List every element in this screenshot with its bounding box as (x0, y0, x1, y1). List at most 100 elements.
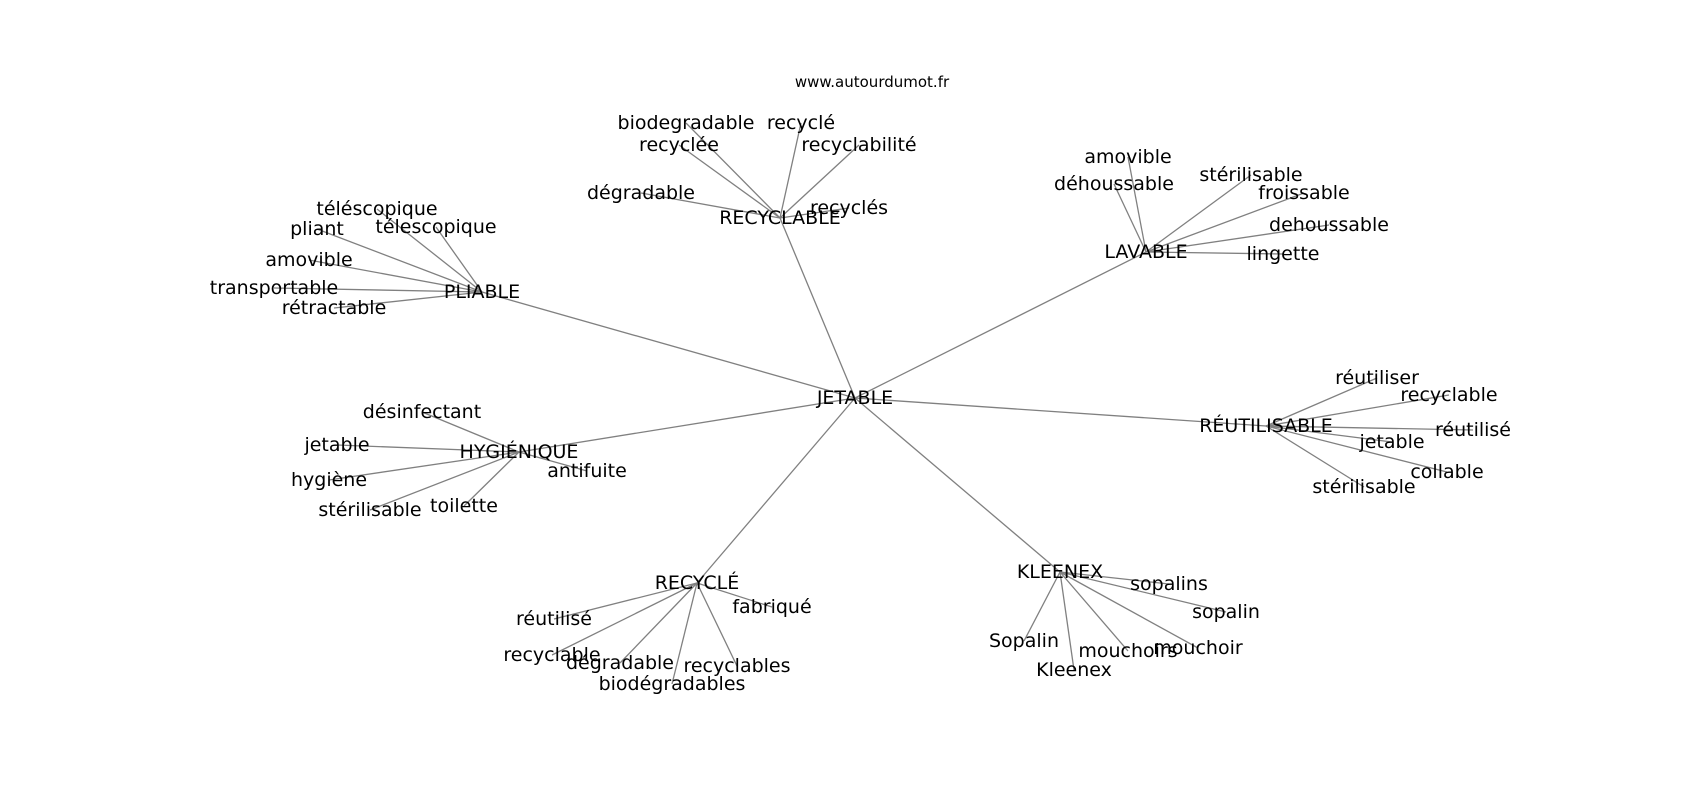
center-to-hub-edge (518, 397, 856, 453)
hub-to-leaf-edge (1265, 394, 1450, 427)
leaf-node-label: biodégradables (599, 673, 746, 695)
leaf-node-label: mouchoirs (1078, 640, 1177, 662)
hub-node-label: LAVABLE (1104, 241, 1187, 263)
leaf-node-label: réutilisé (1435, 419, 1511, 441)
hub-to-leaf-edge (1145, 174, 1252, 253)
leaf-node-label: recyclés (810, 197, 888, 219)
leaf-node-label: jetable (1358, 431, 1424, 453)
leaf-node-label: Sopalin (989, 630, 1059, 652)
leaf-node-label: amovible (265, 249, 352, 271)
leaf-node-label: antifuite (547, 460, 627, 482)
hub-to-leaf-edge (551, 582, 698, 656)
leaf-node-label: désinfectant (363, 401, 481, 423)
hub-to-leaf-edge (779, 122, 802, 219)
leaf-node-label: collable (1410, 461, 1483, 483)
center-to-hub-edge (854, 397, 1061, 573)
hub-node-label: RECYCLABLE (719, 207, 841, 229)
hub-to-leaf-edge (1265, 425, 1365, 488)
hub-to-leaf-edge (369, 451, 520, 511)
leaf-node-label: réutilisé (516, 608, 592, 630)
hub-to-leaf-edge (1145, 224, 1330, 253)
leaf-node-label: fabriqué (732, 596, 811, 618)
hub-to-leaf-edge (308, 259, 483, 293)
leaf-node-label: dehoussable (1269, 214, 1389, 236)
center-node-label: JETABLE (816, 387, 893, 409)
leaf-node-label: réutiliser (1335, 367, 1419, 389)
hub-to-leaf-edge (273, 287, 483, 293)
hub-to-leaf-edge (1059, 571, 1170, 585)
hub-to-leaf-edge (553, 582, 698, 620)
hub-to-leaf-edge (435, 226, 483, 293)
hub-to-leaf-edge (779, 144, 860, 219)
leaf-node-label: dégradable (566, 652, 674, 674)
leaf-node-label: jetable (303, 434, 369, 456)
hub-node-label: KLEENEX (1017, 561, 1103, 583)
leaf-node-label: sopalin (1192, 601, 1260, 623)
hub-to-leaf-edge (328, 451, 520, 481)
center-to-hub-edge (481, 291, 856, 399)
hub-to-leaf-edge (1127, 156, 1147, 253)
leaf-node-label: toilette (430, 495, 498, 517)
leaf-node-label: déhoussable (1054, 173, 1174, 195)
hub-to-leaf-edge (685, 122, 781, 219)
leaf-node-label: mouchoir (1153, 637, 1243, 659)
leaf-node-label: stérilisable (1199, 164, 1302, 186)
hub-to-leaf-edge (1145, 192, 1305, 253)
leaf-node-label: lingette (1247, 243, 1320, 265)
leaf-node-label: recyclables (683, 655, 790, 677)
hub-to-leaf-edge (376, 208, 483, 293)
hub-node-label: HYGIÉNIQUE (460, 440, 579, 463)
leaf-node-label: amovible (1084, 146, 1171, 168)
hub-to-leaf-edge (316, 228, 483, 293)
hub-to-leaf-edge (463, 451, 520, 507)
hub-to-leaf-edge (1059, 571, 1129, 652)
leaf-node-label: téléscopique (316, 198, 437, 220)
leaf-node-label: recyclée (639, 134, 719, 156)
center-to-hub-edge (779, 217, 856, 399)
hub-to-leaf-edge (1265, 425, 1448, 473)
leaf-node-label: dégradable (587, 182, 695, 204)
center-to-hub-edge (854, 397, 1267, 427)
graph-labels: biodegradable recyclé recyclée recyclabilit… (210, 112, 1511, 695)
hub-to-leaf-edge (678, 144, 781, 219)
hub-node-label: PLIABLE (444, 281, 520, 303)
leaf-node-label: biodegradable (618, 112, 755, 134)
hub-to-leaf-edge (619, 582, 698, 664)
hub-to-leaf-edge (1265, 377, 1378, 427)
hub-to-leaf-edge (779, 207, 850, 219)
leaf-node-label: hygiène (291, 469, 367, 491)
center-to-hub-edge (854, 251, 1147, 399)
leaf-node-label: recyclé (767, 112, 835, 134)
leaf-node-label: recyclable (503, 644, 600, 666)
hub-to-leaf-edge (640, 192, 781, 219)
hub-to-leaf-edge (1059, 571, 1075, 671)
hub-to-leaf-edge (336, 444, 520, 453)
hub-to-leaf-edge (696, 582, 773, 608)
hub-to-leaf-edge (1113, 183, 1147, 253)
leaf-node-label: transportable (210, 277, 338, 299)
hub-to-leaf-edge (1059, 571, 1199, 649)
hub-to-leaf-edge (671, 582, 698, 685)
leaf-node-label: rétractable (282, 297, 387, 319)
hub-to-leaf-edge (1265, 425, 1474, 431)
hub-to-leaf-edge (1023, 571, 1061, 642)
leaf-node-label: sopalins (1130, 573, 1208, 595)
hub-to-leaf-edge (421, 411, 520, 453)
leaf-node-label: recyclabilité (801, 134, 916, 156)
leaf-node-label: stérilisable (1312, 476, 1415, 498)
hub-to-leaf-edge (518, 451, 588, 472)
leaf-node-label: recyclable (1400, 384, 1497, 406)
hub-to-leaf-edge (1265, 425, 1393, 443)
site-url: www.autourdumot.fr (795, 73, 950, 91)
leaf-node-label: Kleenex (1036, 659, 1112, 681)
center-to-hub-edge (696, 397, 856, 584)
leaf-node-label: pliant (290, 218, 344, 240)
leaf-node-label: froissable (1258, 182, 1349, 204)
hub-to-leaf-edge (1059, 571, 1227, 613)
hub-node-label: RECYCLÉ (655, 571, 740, 594)
hub-to-leaf-edge (1145, 251, 1284, 255)
hub-node-label: RÉUTILISABLE (1199, 414, 1333, 437)
hub-to-leaf-edge (333, 291, 483, 309)
leaf-node-label: télescopique (375, 216, 496, 238)
graph-edges (273, 122, 1474, 685)
